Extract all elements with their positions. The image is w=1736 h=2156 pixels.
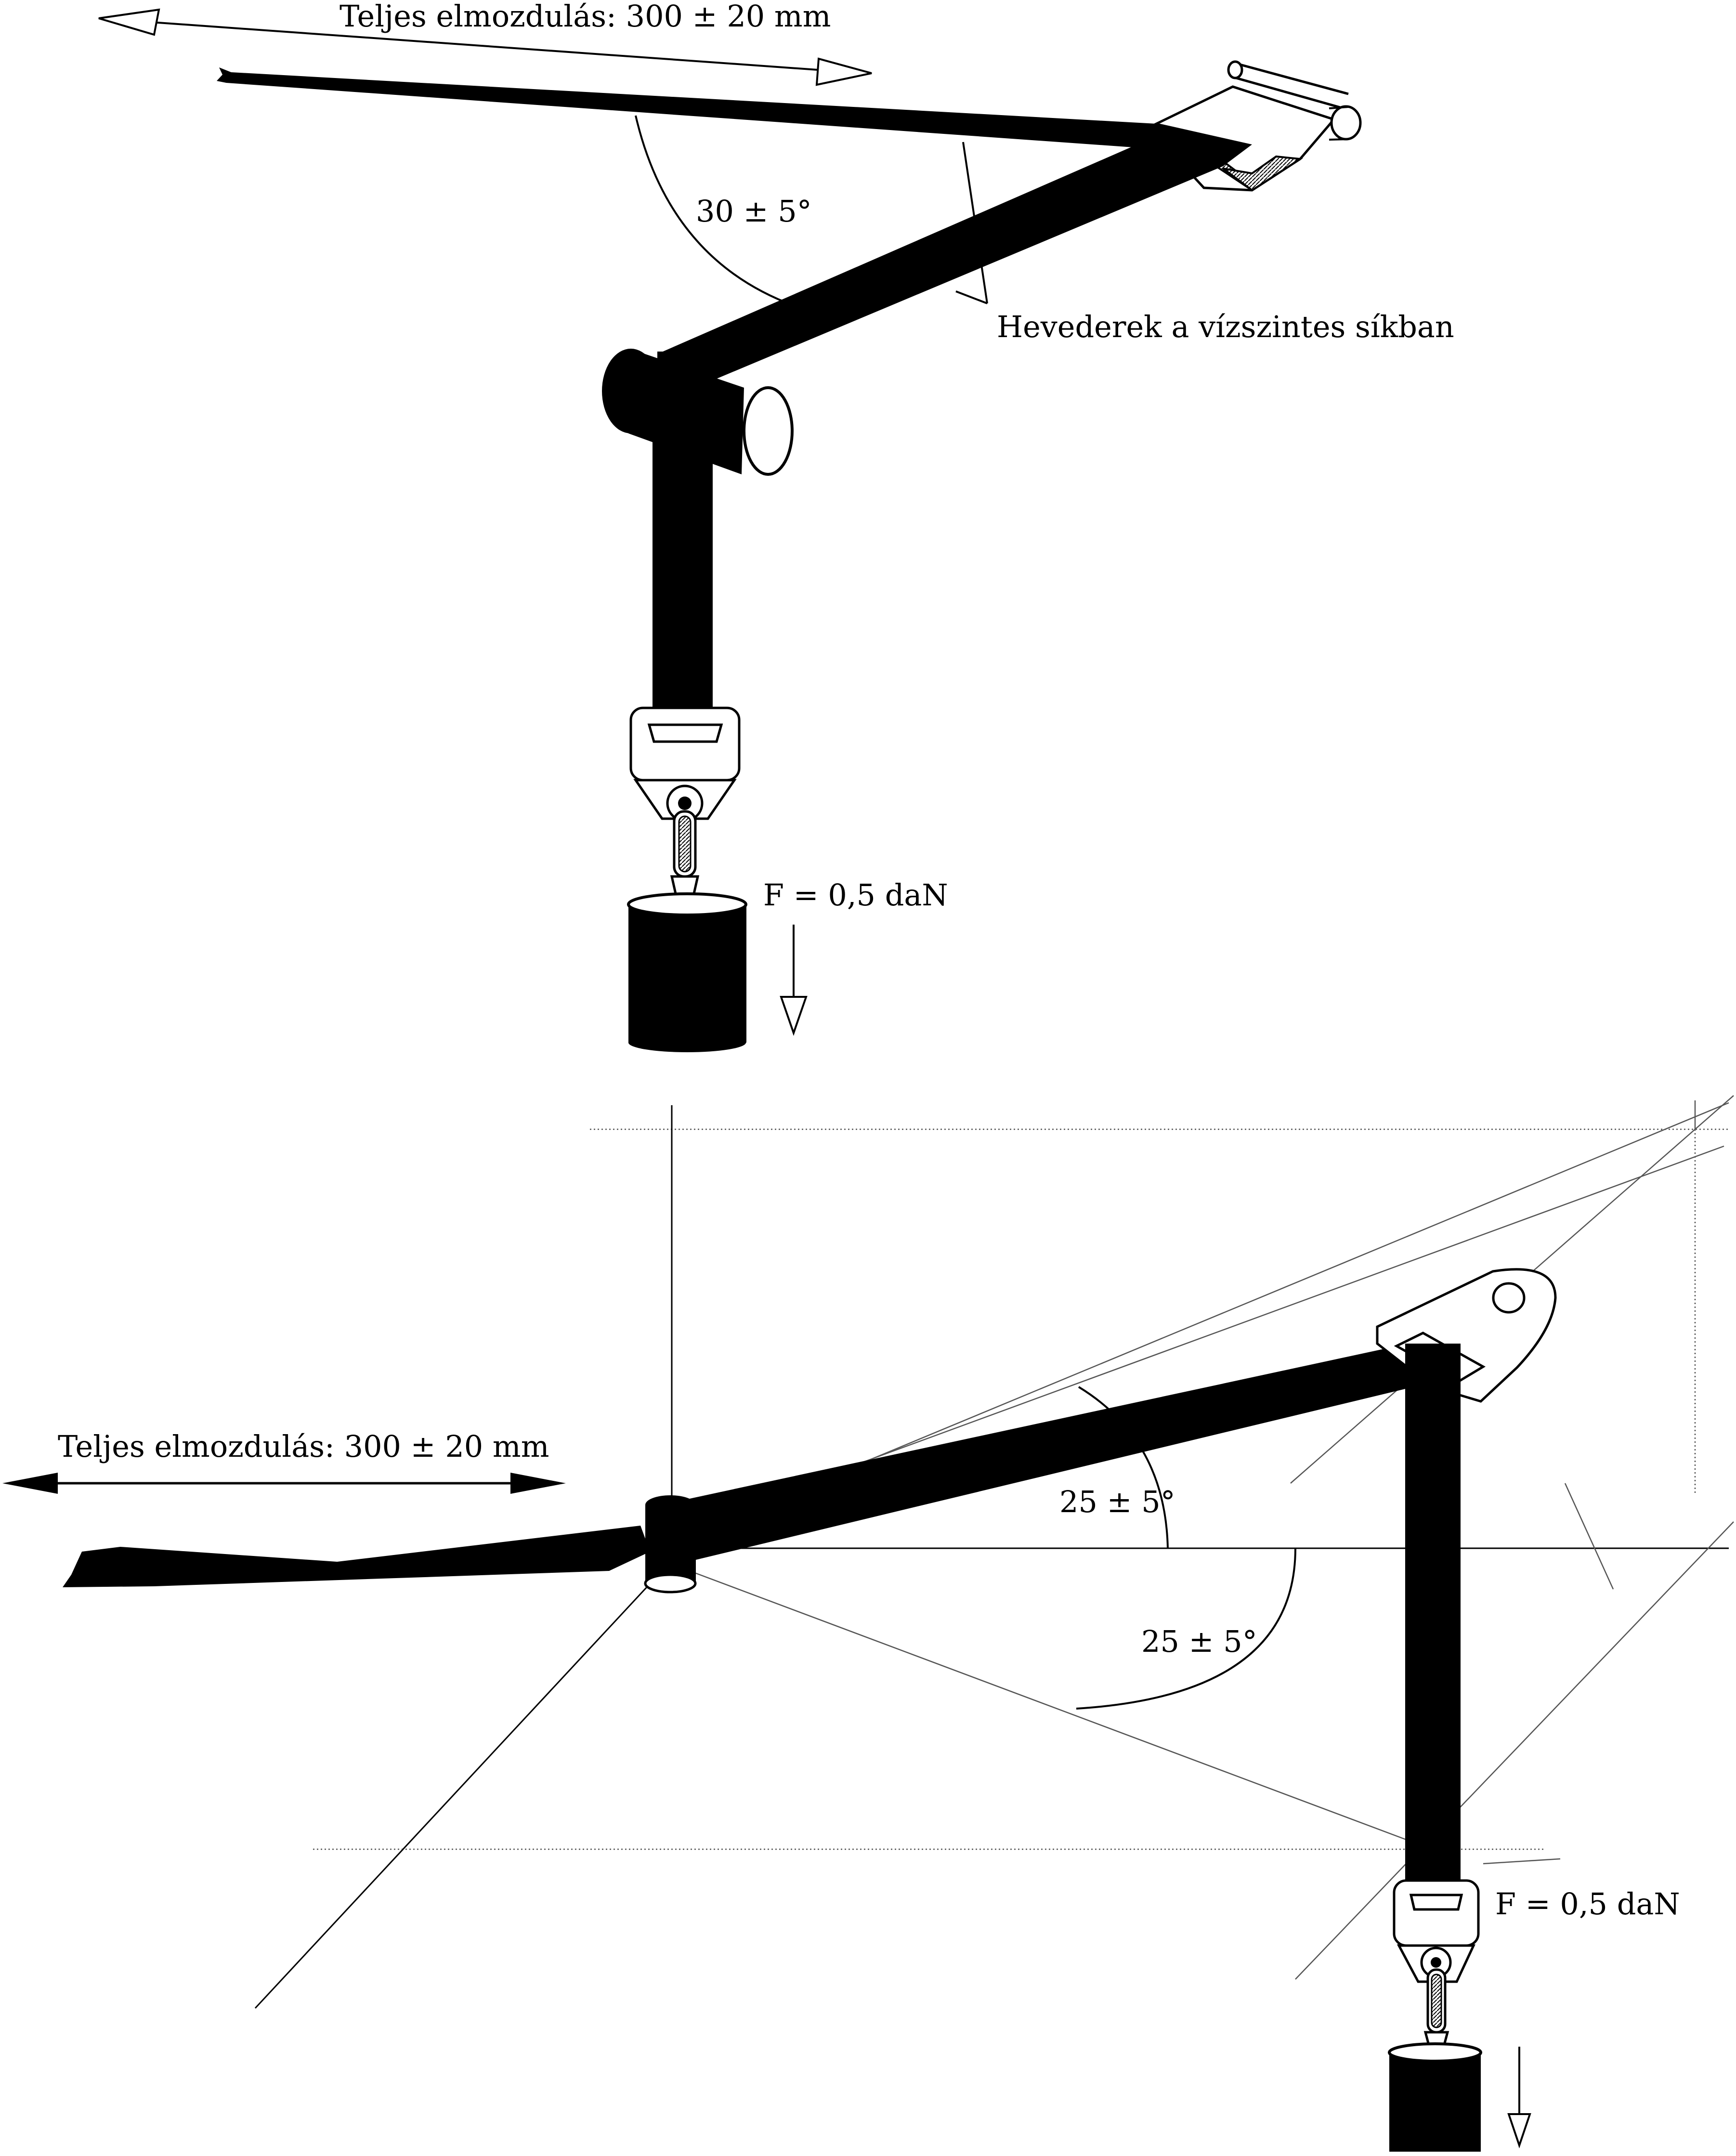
bottom-weight bbox=[1388, 2042, 1482, 2152]
bottom-pulley bbox=[644, 1495, 697, 1594]
top-plane-label: Hevederek a vízszintes síkban bbox=[997, 309, 1454, 344]
top-chain-link bbox=[670, 810, 700, 897]
top-force-label: F = 0,5 daN bbox=[763, 877, 948, 913]
top-strap-vertical bbox=[653, 424, 713, 732]
bottom-lower-angle-label: 25 ± 5° bbox=[1141, 1624, 1257, 1659]
bottom-displacement-label: Teljes elmozdulás: 300 ± 20 mm bbox=[58, 1429, 549, 1464]
top-strap-left bbox=[217, 67, 1165, 149]
bottom-angle-markers bbox=[1076, 1386, 1296, 1710]
bottom-displacement-arrow bbox=[2, 1473, 566, 1494]
top-angle-label: 30 ± 5° bbox=[696, 194, 812, 229]
bottom-chain-link bbox=[1423, 1968, 1449, 2048]
bottom-strap-diagonal bbox=[672, 1344, 1413, 1563]
bottom-strap-left bbox=[63, 1526, 650, 1587]
bottom-force-arrow bbox=[1507, 2047, 1531, 2149]
top-figure: Teljes elmozdulás: 300 ± 20 mm 30 ± 5° H… bbox=[98, 0, 1454, 1052]
top-strap-diagonal bbox=[657, 123, 1252, 392]
bottom-force-label: F = 0,5 daN bbox=[1495, 1886, 1680, 1921]
bottom-strap-vertical bbox=[1405, 1344, 1461, 1917]
bottom-buckle bbox=[1393, 1879, 1480, 1983]
top-weight bbox=[627, 892, 747, 1052]
bottom-upper-angle-label: 25 ± 5° bbox=[1059, 1484, 1175, 1519]
bottom-figure: Teljes elmozdulás: 300 ± 20 mm 25 ± 5° 2… bbox=[2, 1095, 1734, 2152]
top-displacement-label: Teljes elmozdulás: 300 ± 20 mm bbox=[339, 0, 831, 34]
top-force-arrow bbox=[780, 925, 808, 1036]
top-buckle bbox=[629, 706, 741, 822]
top-displacement-arrow bbox=[98, 8, 872, 86]
